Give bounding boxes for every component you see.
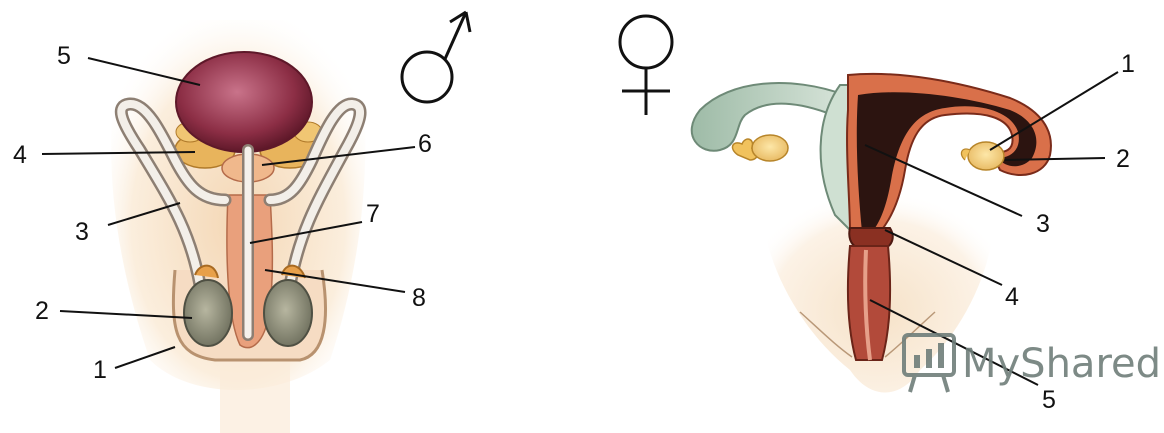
female-symbol-icon [620,16,672,115]
male-label-4: 4 [13,141,27,169]
female-label-3: 3 [1036,210,1050,238]
male-label-2: 2 [35,297,49,325]
female-label-1: 1 [1121,50,1135,78]
male-label-6: 6 [418,130,432,158]
watermark-text: MyShared [962,341,1161,387]
female-label-2: 2 [1116,145,1130,173]
male-anatomy-illustration [111,20,365,433]
female-label-5: 5 [1042,386,1056,414]
male-label-5: 5 [57,42,71,70]
male-symbol-icon [402,12,470,102]
male-label-7: 7 [366,200,380,228]
myshared-watermark: MyShared [904,335,1161,392]
male-label-3: 3 [75,218,89,246]
male-label-1: 1 [93,356,107,384]
male-label-8: 8 [412,284,426,312]
female-label-4: 4 [1005,283,1019,311]
